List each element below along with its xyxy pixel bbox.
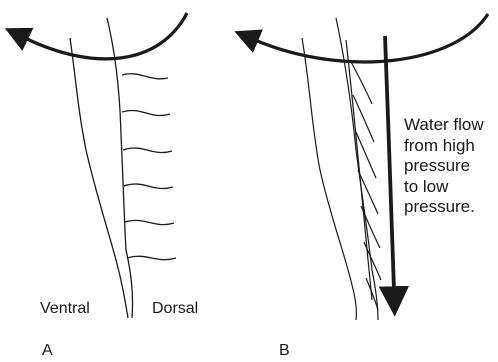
ventral-label: Ventral: [40, 301, 90, 317]
panel-a-letter: A: [42, 343, 53, 359]
panel-a-ray: [127, 256, 176, 259]
panel-a-ray: [123, 148, 172, 153]
annotation-line: pressure: [404, 156, 484, 177]
panel-b-ventral-outline: [302, 38, 356, 320]
annotation-line: to low: [404, 177, 484, 198]
panel-b-curved-arrow: [255, 14, 488, 62]
annotation-line: pressure.: [404, 197, 484, 218]
panel-b-flow-arrow: [385, 36, 394, 290]
panel-a-ray: [124, 184, 173, 189]
annotation-line: Water flow: [404, 115, 484, 136]
annotation-line: from high: [404, 136, 484, 157]
panel-a-curved-arrow: [25, 13, 187, 59]
panel-b-ray: [350, 60, 372, 104]
panel-b-inner-line: [346, 40, 372, 300]
panel-b-letter: B: [279, 343, 290, 359]
panel-a-ray: [122, 110, 170, 115]
dorsal-label: Dorsal: [152, 301, 198, 317]
water-flow-annotation: Water flow from high pressure to low pre…: [404, 115, 484, 218]
panel-a-fin: [70, 18, 176, 318]
panel-a-ventral-outline: [70, 38, 128, 318]
panel-a-ray: [122, 74, 168, 79]
panel-a-ray: [125, 220, 174, 224]
